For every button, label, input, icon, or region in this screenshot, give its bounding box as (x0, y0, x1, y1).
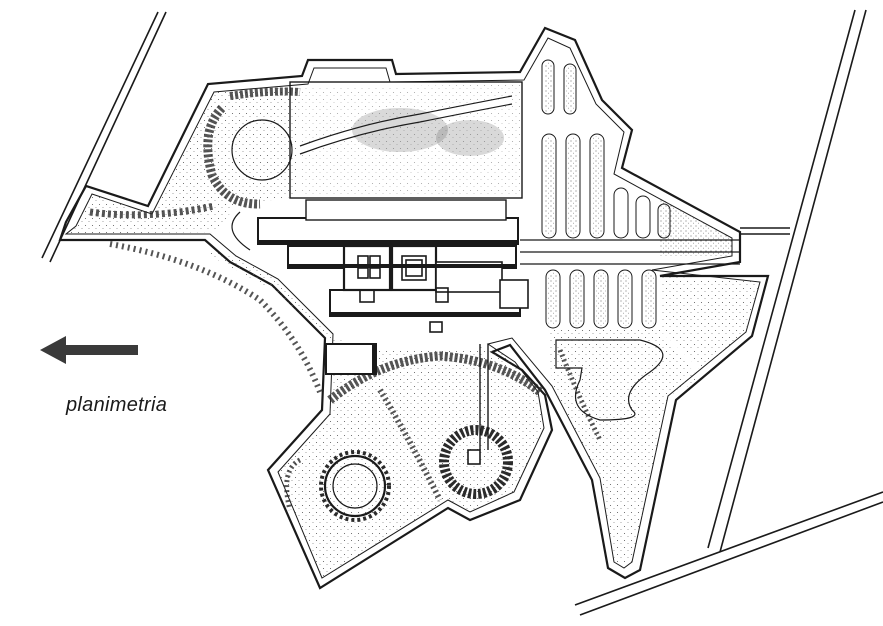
parking-lots (541, 59, 671, 329)
roads (41, 9, 883, 616)
building-courtyards (357, 255, 449, 333)
parking-stalls (544, 62, 654, 326)
access-road (231, 211, 740, 421)
green-areas (66, 84, 760, 578)
tree-bands (89, 87, 603, 511)
caption-label: planimetria (66, 394, 168, 416)
lower-plazas (319, 344, 513, 522)
building-shading (258, 240, 520, 374)
left-arrow-icon (40, 336, 138, 364)
upper-garden (231, 81, 523, 199)
